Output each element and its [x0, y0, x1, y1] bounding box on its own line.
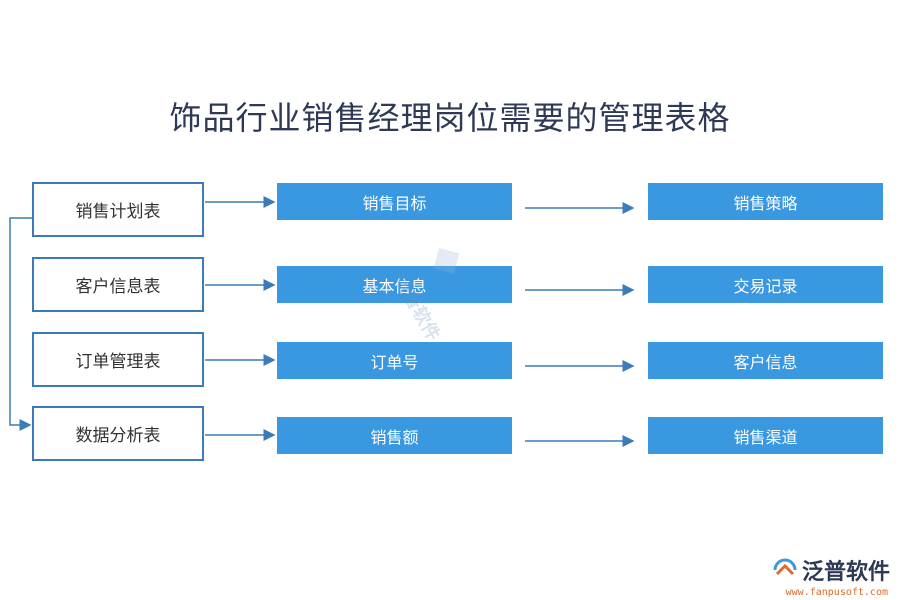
brand-url: www.fanpusoft.com [785, 587, 888, 598]
left-box-order-management: 订单管理表 [32, 332, 204, 387]
mid-box-sales-amount: 销售额 [277, 417, 512, 454]
watermark: 泛普软件 [341, 234, 499, 377]
brand-logo-icon [773, 558, 797, 576]
right-box-label: 销售策略 [733, 193, 798, 213]
bracket-connector [9, 217, 32, 431]
brand-logo: 泛普软件 [772, 554, 890, 586]
right-box-label: 客户信息 [733, 352, 798, 372]
mid-box-label: 基本信息 [362, 276, 427, 296]
brand-logo-text: 泛普软件 [801, 560, 890, 585]
mid-box-label: 订单号 [370, 352, 419, 372]
mid-box-label: 销售目标 [362, 193, 427, 213]
right-box-sales-strategy: 销售策略 [648, 183, 883, 220]
diagram-title: 饰品行业销售经理岗位需要的管理表格 [169, 99, 731, 137]
watermark-logo-icon [433, 247, 460, 274]
right-box-label: 销售渠道 [733, 427, 798, 447]
left-box-sales-plan: 销售计划表 [32, 182, 204, 237]
left-box-label: 客户信息表 [75, 277, 161, 297]
mid-box-sales-target: 销售目标 [277, 183, 512, 220]
mid-box-order-number: 订单号 [277, 342, 512, 379]
right-box-customer-info: 客户信息 [648, 342, 883, 379]
right-box-sales-channel: 销售渠道 [648, 417, 883, 454]
left-box-customer-info: 客户信息表 [32, 257, 204, 312]
left-box-label: 销售计划表 [75, 202, 161, 222]
mid-box-label: 销售额 [370, 427, 419, 447]
mid-box-basic-info: 基本信息 [277, 266, 512, 303]
left-box-label: 数据分析表 [75, 426, 161, 446]
right-box-label: 交易记录 [733, 276, 798, 296]
left-box-label: 订单管理表 [75, 352, 161, 372]
left-box-data-analysis: 数据分析表 [32, 406, 204, 461]
right-box-transaction-record: 交易记录 [648, 266, 883, 303]
